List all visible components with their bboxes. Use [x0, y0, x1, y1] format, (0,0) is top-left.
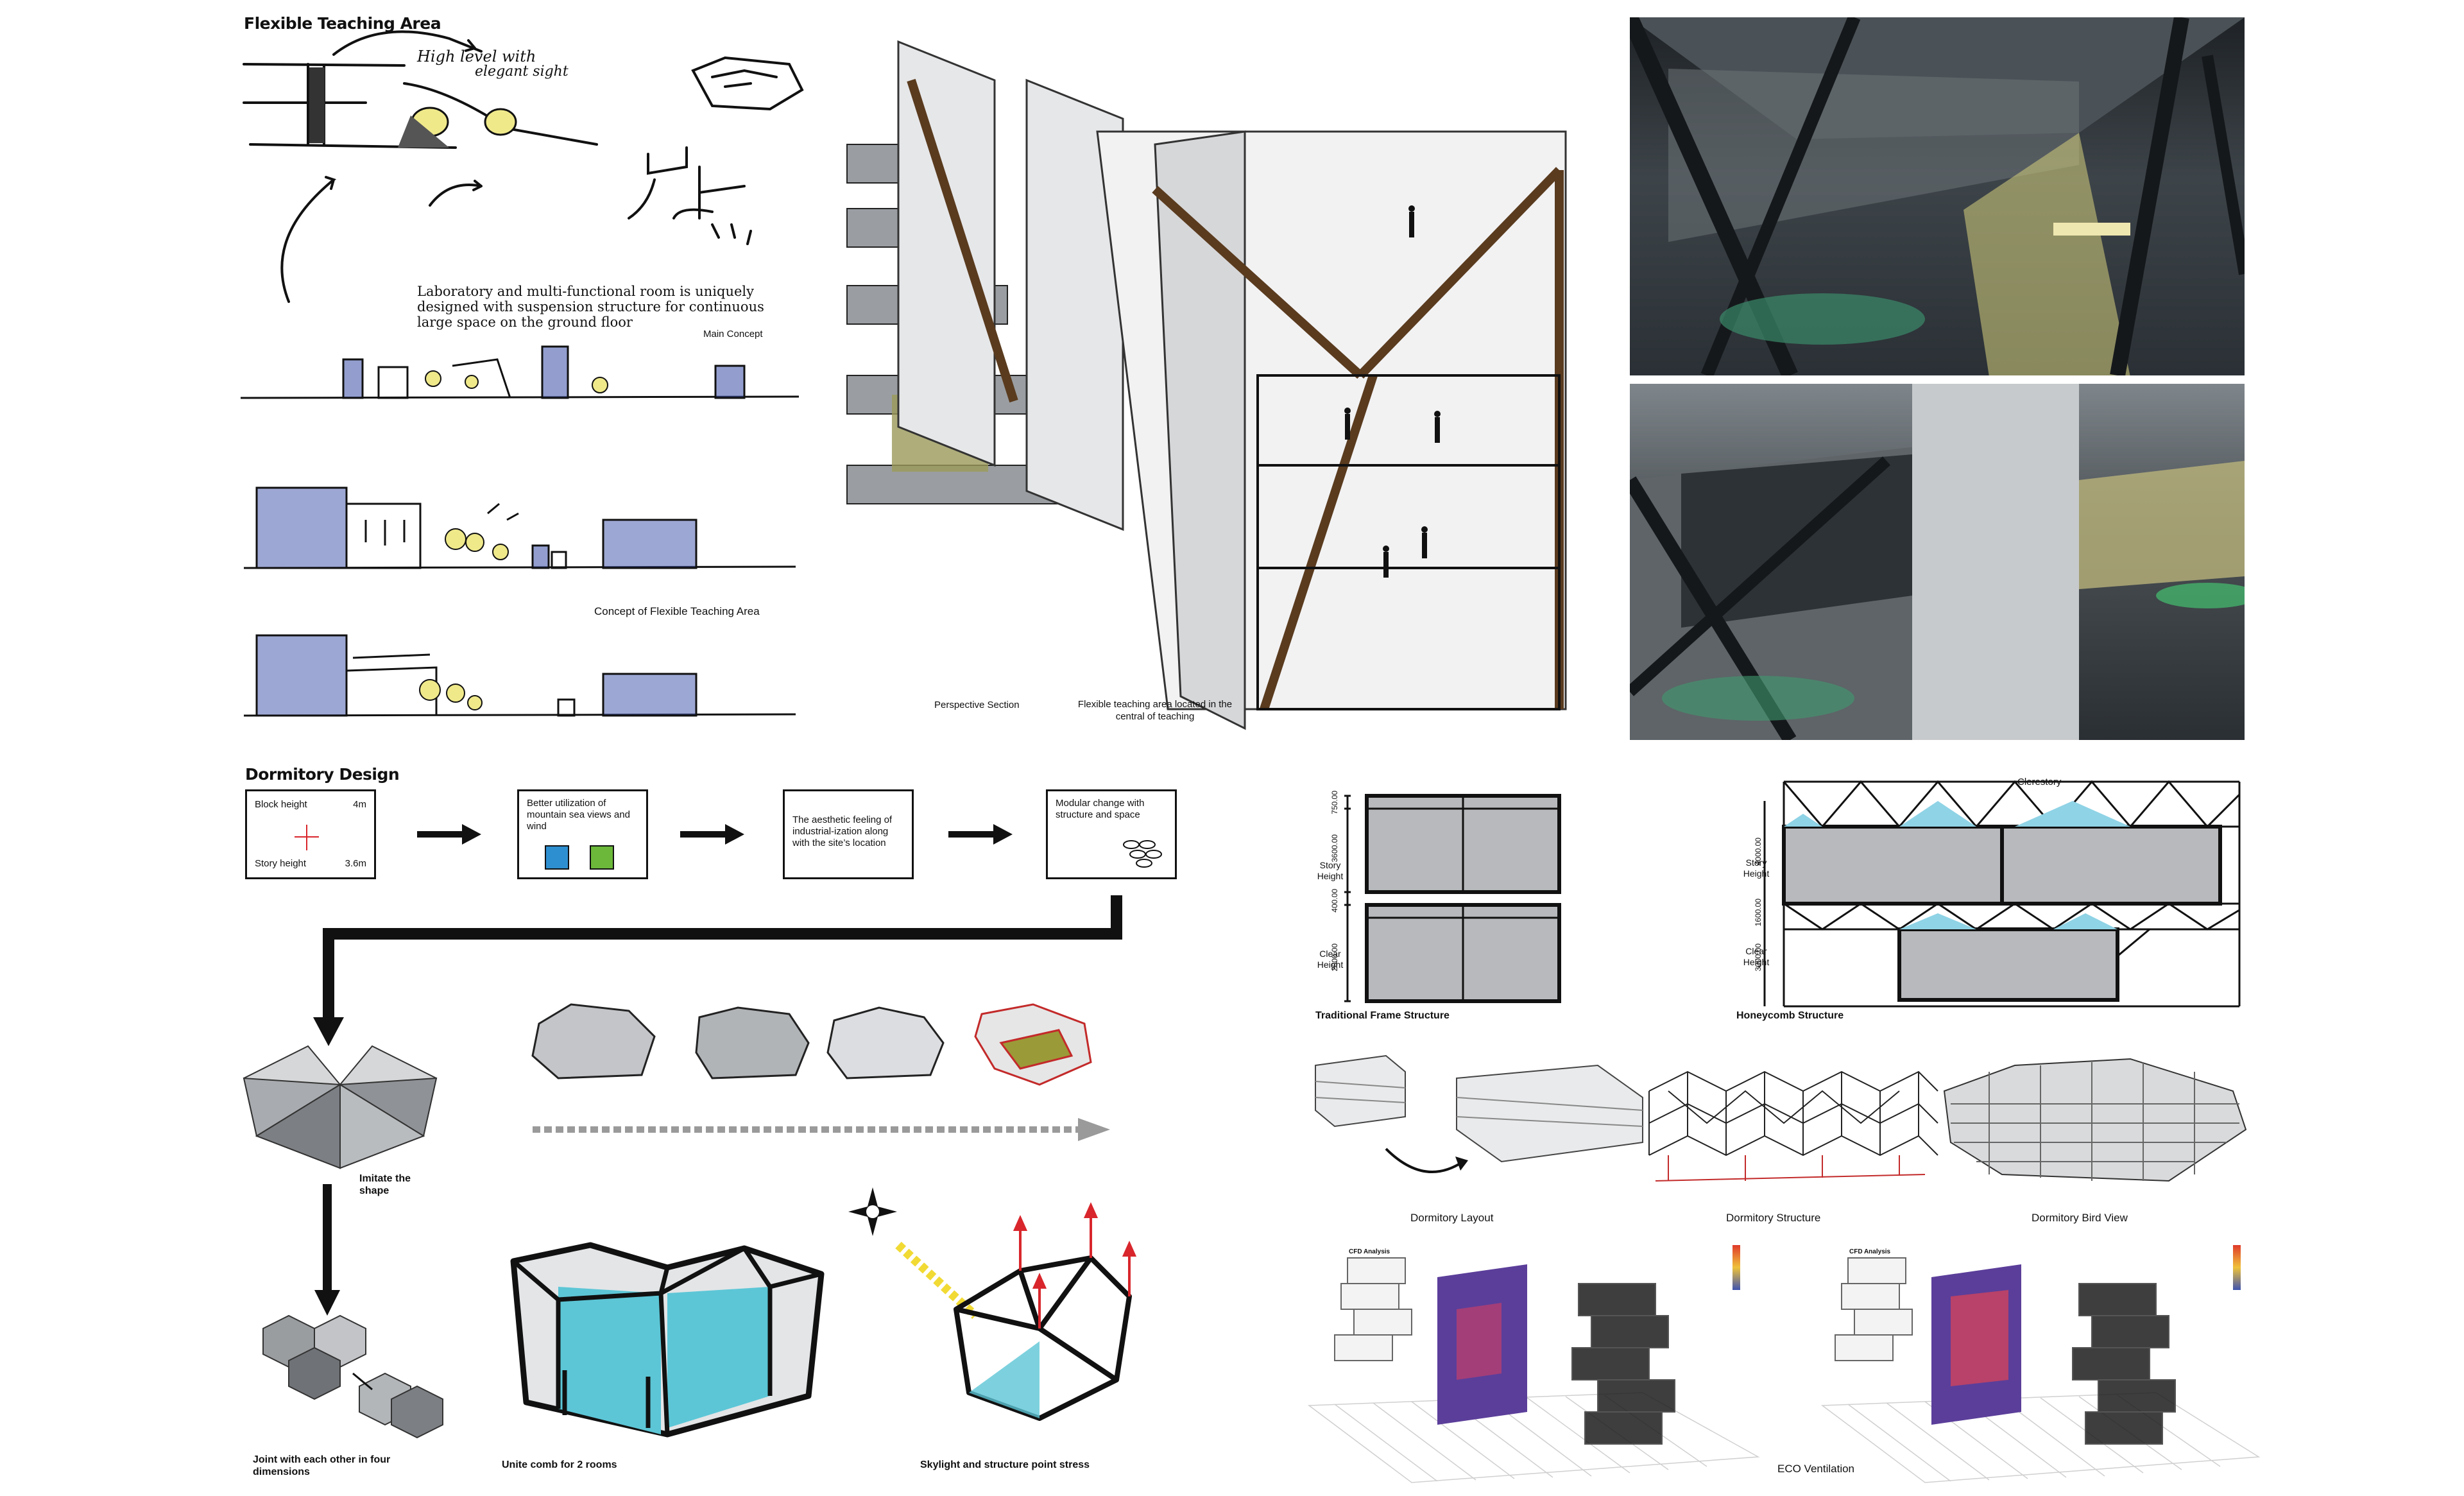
height-box: Block height 4m Story height 3.6m — [245, 789, 376, 879]
views-text: Better utilization of mountain sea views… — [527, 798, 630, 832]
flexible-heading: Flexible Teaching Area — [244, 14, 441, 33]
story-height-label-traditional: Story Height — [1317, 860, 1344, 881]
eco-caption: ECO Ventilation — [1777, 1463, 1855, 1475]
cfd-title-left: CFD Analysis — [1349, 1248, 1390, 1255]
step-arrow-3 — [948, 824, 1013, 845]
skylight-drawing — [848, 1187, 1137, 1421]
step-arrow-1 — [417, 824, 481, 845]
honeycomb-cluster — [262, 1314, 443, 1439]
dim-750: 750.00 — [1330, 791, 1339, 814]
views-box: Better utilization of mountain sea views… — [517, 789, 648, 879]
perspective-section-drawing — [846, 40, 1567, 730]
flow-connector — [313, 895, 1122, 1046]
honeycomb-caption: Honeycomb Structure — [1736, 1010, 1844, 1021]
progression-arrow — [533, 1118, 1110, 1141]
modular-box: Modular change with structure and space — [1046, 789, 1177, 879]
modular-text: Modular change with structure and space — [1056, 798, 1145, 820]
aesthetic-box: The aesthetic feeling of industrial-izat… — [783, 789, 914, 879]
layout-caption: Dormitory Layout — [1410, 1212, 1494, 1224]
sea-view-icon — [545, 845, 569, 870]
sketch-note-high-level: High level with — [417, 47, 536, 65]
lab-note: Laboratory and multi-functional room is … — [417, 284, 764, 330]
concept-caption: Concept of Flexible Teaching Area — [594, 605, 760, 617]
sketch-note-sight: elegant sight — [475, 64, 569, 80]
bird-caption: Dormitory Bird View — [2032, 1212, 2128, 1224]
dim-1600: 1600.00 — [1754, 898, 1763, 927]
cfd-panel-left — [1307, 1245, 1760, 1483]
concept-section-1 — [240, 345, 800, 399]
joint-caption: Joint with each other in four dimensions — [253, 1454, 391, 1477]
interior-render-top — [1630, 17, 2245, 375]
main-concept-label: Main Concept — [703, 329, 763, 340]
perspective-caption: Perspective Section — [934, 700, 1020, 710]
concept-section-3 — [243, 634, 796, 717]
story-height-label: Story height — [255, 858, 307, 869]
cfd-title-right: CFD Analysis — [1849, 1248, 1891, 1255]
story-height-label-honeycomb: Story Height — [1743, 857, 1770, 879]
dim-3600: 3600.00 — [1330, 834, 1339, 863]
unite-caption: Unite comb for 2 rooms — [502, 1459, 617, 1470]
traditional-caption: Traditional Frame Structure — [1315, 1010, 1450, 1021]
interior-render-bottom — [1630, 384, 2245, 740]
dormitory-structure-model — [1648, 1070, 1938, 1182]
modular-icon — [1123, 840, 1162, 868]
clear-height-label-honeycomb: Clear Height — [1743, 946, 1770, 967]
aesthetic-text: The aesthetic feeling of industrial-izat… — [792, 814, 893, 848]
main-concept-sketch — [237, 26, 804, 303]
step-arrow-2 — [680, 824, 744, 845]
down-arrow-2 — [314, 1184, 340, 1316]
block-height-value: 4m — [353, 799, 366, 810]
mountain-icon — [590, 845, 614, 870]
faceted-volume-main — [243, 1045, 438, 1169]
dormitory-bird-view-model — [1943, 1058, 2247, 1182]
dormitory-layout-model — [1315, 1054, 1643, 1173]
traditional-frame-drawing — [1344, 794, 1561, 1003]
unite-comb-drawing — [510, 1242, 825, 1438]
faceted-series — [531, 1003, 1092, 1086]
clerestory-label: Clerestory — [2017, 777, 2062, 787]
dim-400: 400.00 — [1330, 889, 1339, 913]
clear-height-label-traditional: Clear Height — [1317, 949, 1344, 970]
central-caption: Flexible teaching area located in the ce… — [1077, 699, 1233, 722]
cfd-panel-right — [1820, 1245, 2261, 1483]
imitate-caption: Imitate the shape — [359, 1173, 411, 1196]
honeycomb-frame-drawing — [1763, 780, 2241, 1008]
block-height-label: Block height — [255, 799, 307, 810]
concept-section-2 — [243, 486, 796, 569]
story-height-value: 3.6m — [345, 858, 366, 869]
dormitory-heading: Dormitory Design — [245, 765, 400, 784]
structure-caption: Dormitory Structure — [1726, 1212, 1821, 1224]
skylight-caption: Skylight and structure point stress — [920, 1459, 1090, 1470]
